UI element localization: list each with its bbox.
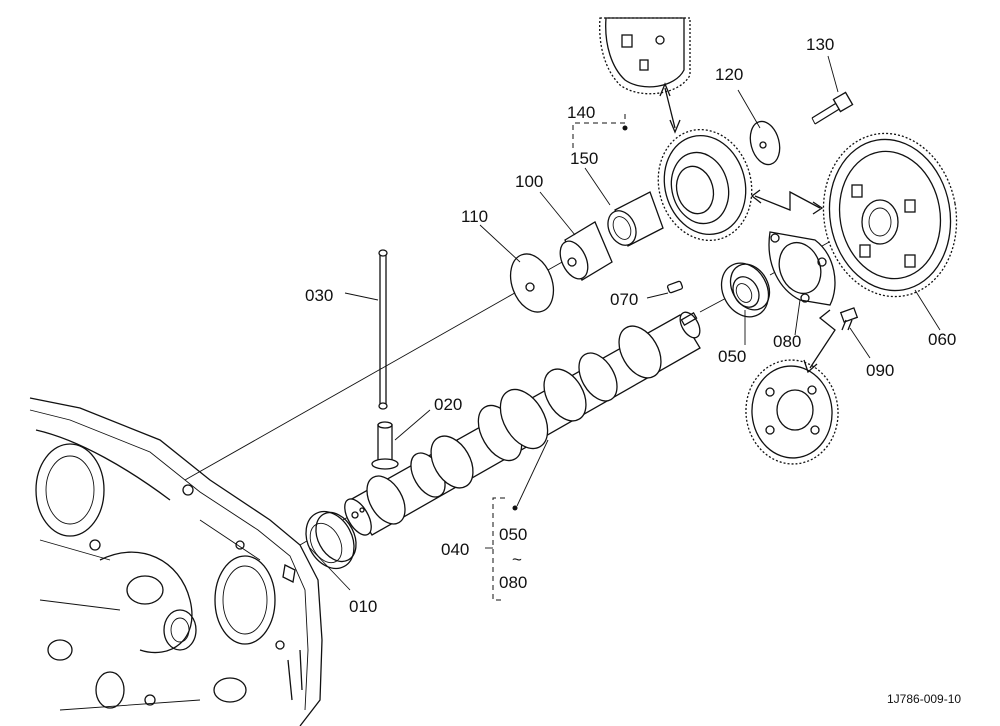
push-rod bbox=[378, 249, 388, 410]
label-130: 130 bbox=[806, 35, 834, 54]
tappet bbox=[371, 421, 399, 470]
label-030: 030 bbox=[305, 286, 333, 305]
label-070: 070 bbox=[610, 290, 638, 309]
label-110: 110 bbox=[461, 207, 488, 226]
label-090: 090 bbox=[866, 361, 894, 380]
drawing-number: 1J786-009-10 bbox=[887, 692, 961, 706]
gear-washer bbox=[749, 120, 781, 166]
label-050: 050 bbox=[718, 347, 746, 366]
group-bracket-140 bbox=[572, 110, 626, 148]
key bbox=[666, 280, 684, 294]
label-040: 040 bbox=[441, 540, 469, 559]
idle-gear-bushing bbox=[607, 191, 664, 247]
shaft-collar bbox=[509, 253, 555, 313]
cam-gear bbox=[822, 132, 958, 298]
label-140: 140 bbox=[567, 103, 595, 122]
label-010: 010 bbox=[349, 597, 377, 616]
crank-gear bbox=[745, 359, 839, 465]
mesh-arrows bbox=[659, 82, 836, 374]
label-060: 060 bbox=[928, 330, 956, 349]
label-080-group: 080 bbox=[499, 573, 527, 592]
camshaft-stopper-plate bbox=[768, 231, 836, 306]
label-120: 120 bbox=[715, 65, 743, 84]
label-150: 150 bbox=[570, 149, 598, 168]
ball-bearing bbox=[720, 262, 771, 318]
group-dot-140 bbox=[622, 125, 628, 131]
label-050-group: 050 bbox=[499, 525, 527, 544]
label-100: 100 bbox=[515, 172, 543, 191]
upper-gear bbox=[599, 17, 691, 95]
leader-lines bbox=[309, 55, 941, 591]
idle-gear bbox=[657, 128, 753, 242]
idle-gear-shaft bbox=[559, 221, 613, 281]
camshaft-bushing bbox=[305, 510, 357, 570]
engine-block bbox=[29, 397, 323, 726]
stopper-bolt bbox=[839, 307, 859, 331]
camshaft bbox=[344, 311, 701, 536]
label-080: 080 bbox=[773, 332, 801, 351]
label-range-separator: ~ bbox=[512, 550, 522, 569]
idle-gear-bolt bbox=[811, 91, 854, 125]
label-020: 020 bbox=[434, 395, 462, 414]
group-dot-040 bbox=[512, 505, 518, 511]
group-bracket-040 bbox=[492, 497, 505, 601]
